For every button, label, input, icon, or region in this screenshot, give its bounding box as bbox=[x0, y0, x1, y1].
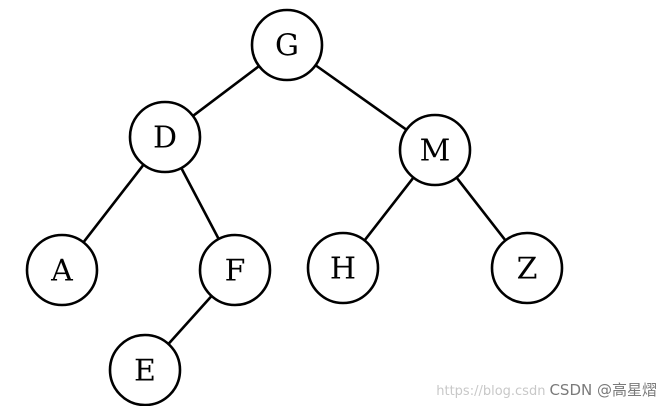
node-label: E bbox=[134, 354, 156, 389]
node-circle bbox=[198, 233, 272, 307]
node-circle bbox=[25, 233, 99, 307]
watermark-url: https://blog.csdn bbox=[436, 384, 546, 399]
tree-node-z: Z bbox=[490, 231, 564, 305]
tree-node-m: M bbox=[398, 113, 472, 187]
tree-node-g: G bbox=[250, 8, 324, 82]
node-circle bbox=[398, 113, 472, 187]
tree-node-e: E bbox=[108, 333, 182, 406]
edge-f-e bbox=[167, 294, 213, 346]
node-circle bbox=[108, 333, 182, 406]
node-label: G bbox=[275, 29, 299, 64]
node-label: D bbox=[153, 121, 177, 156]
edge-m-z bbox=[455, 176, 507, 242]
node-circle bbox=[306, 231, 380, 305]
edge-d-a bbox=[82, 163, 145, 244]
node-circle bbox=[128, 100, 202, 174]
tree-nodes: G D M A F H Z E bbox=[25, 8, 564, 406]
tree-node-d: D bbox=[128, 100, 202, 174]
node-label: M bbox=[420, 134, 451, 169]
node-circle bbox=[490, 231, 564, 305]
tree-node-f: F bbox=[198, 233, 272, 307]
node-label: Z bbox=[517, 252, 538, 287]
tree-edges bbox=[82, 63, 507, 346]
edge-g-m bbox=[314, 63, 408, 132]
tree-node-a: A bbox=[25, 233, 99, 307]
edge-g-d bbox=[191, 64, 261, 118]
node-label: A bbox=[50, 254, 73, 289]
edge-m-h bbox=[363, 176, 415, 242]
watermark-owner: CSDN @高星熠 bbox=[549, 381, 657, 399]
edge-d-f bbox=[180, 166, 220, 241]
node-label: F bbox=[225, 254, 246, 289]
node-label: H bbox=[330, 252, 356, 287]
tree-node-h: H bbox=[306, 231, 380, 305]
node-circle bbox=[250, 8, 324, 82]
